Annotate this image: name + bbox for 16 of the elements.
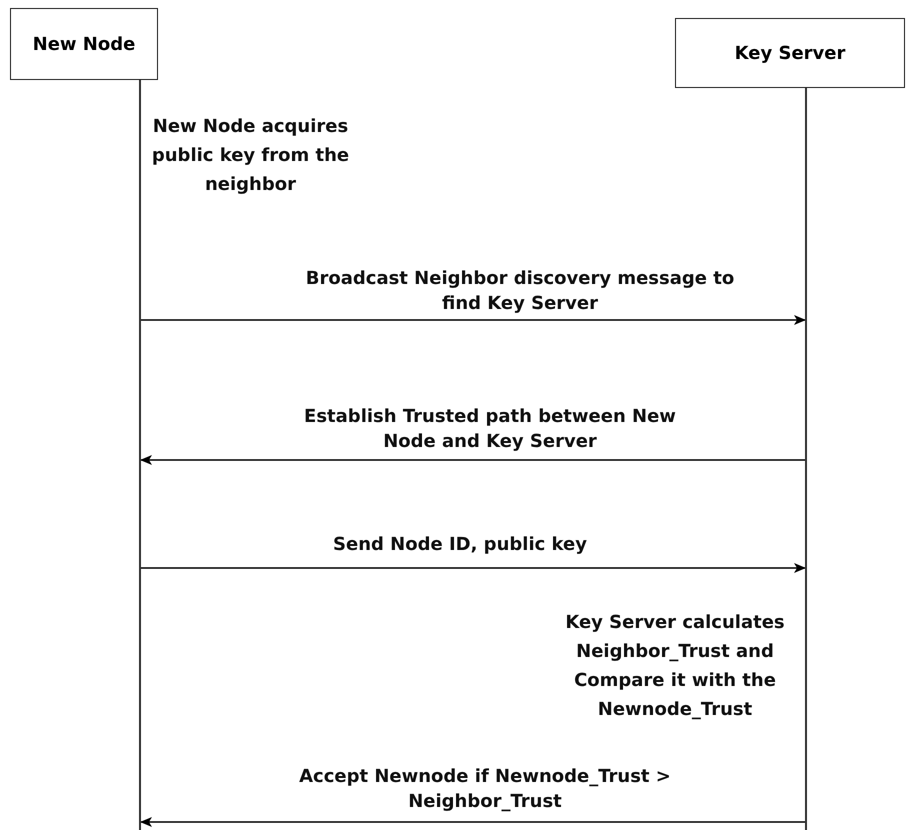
message-label: Send Node ID, public key	[332, 533, 588, 557]
message-label: Accept Newnode if Newnode_Trust > Neighbor_Trust	[298, 765, 672, 814]
message-arrow	[140, 817, 805, 827]
message-arrow	[141, 315, 806, 325]
message-label: Establish Trusted path between New Node and Key Server	[303, 405, 677, 454]
lifeline	[139, 80, 141, 830]
message-label: Broadcast Neighbor discovery message to find Key Server	[304, 267, 736, 316]
message-arrow	[140, 455, 805, 465]
lifeline	[805, 88, 807, 830]
message-arrow	[141, 563, 806, 573]
participant-name: Key Server	[734, 42, 846, 64]
participant-box	[675, 18, 905, 88]
participant-box	[10, 8, 158, 80]
note-text: New Node acquires public key from the neighbor	[150, 115, 350, 197]
participant-name: New Node	[32, 34, 136, 54]
note-text: Key Server calculates Neighbor_Trust and Compare it with the Newnode_Trust	[564, 611, 786, 722]
